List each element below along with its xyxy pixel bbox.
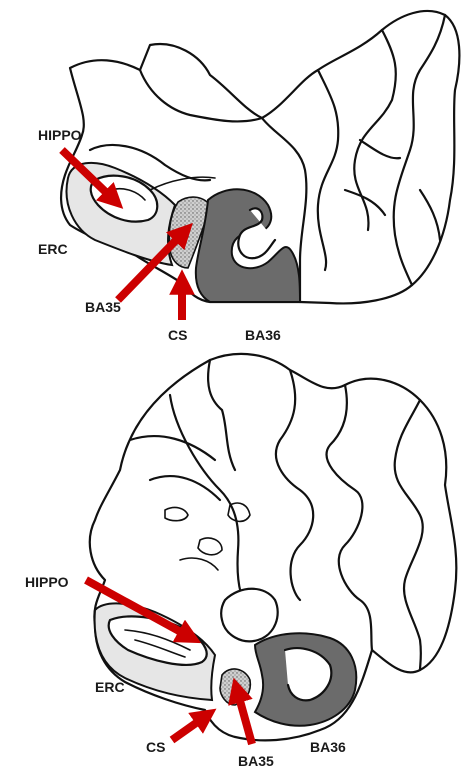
- top-hippo-label: HIPPO: [38, 127, 82, 143]
- bottom-white-structure: [221, 589, 277, 642]
- bottom-cs-arrow: [172, 716, 206, 740]
- top-section: HIPPO ERC BA35 CS BA36: [38, 11, 459, 343]
- top-ba36-label: BA36: [245, 327, 281, 343]
- bottom-cs-label: CS: [146, 739, 165, 755]
- bottom-section: HIPPO ERC CS BA35 BA36: [25, 354, 456, 769]
- top-ba35-label: BA35: [85, 299, 121, 315]
- bottom-ba35-label: BA35: [238, 753, 274, 769]
- top-erc-label: ERC: [38, 241, 68, 257]
- bottom-hippo-label: HIPPO: [25, 574, 69, 590]
- top-cs-label: CS: [168, 327, 187, 343]
- bottom-erc-label: ERC: [95, 679, 125, 695]
- bottom-ba36-label: BA36: [310, 739, 346, 755]
